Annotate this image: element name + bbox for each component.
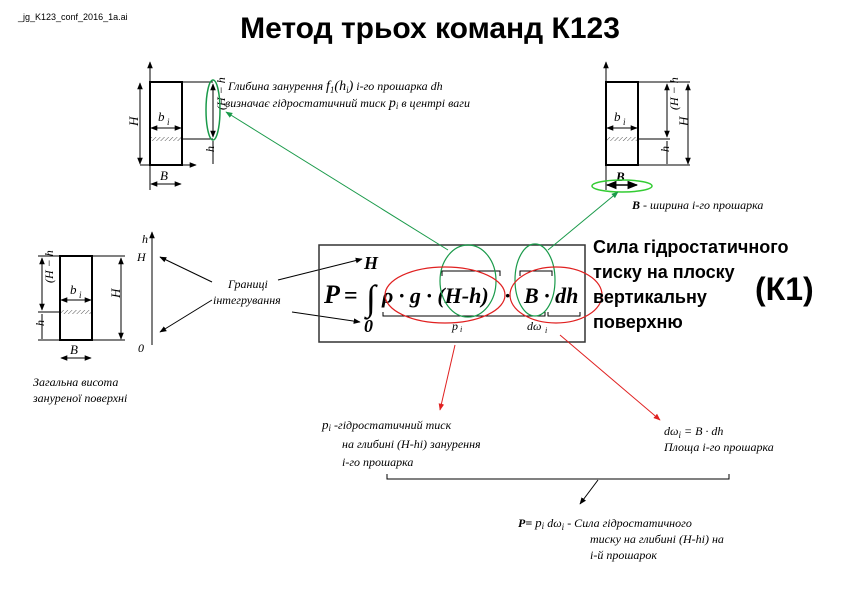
label-B: B: [160, 168, 168, 183]
svg-text:i: i: [167, 117, 170, 127]
arrow-to-lower-limit: [159, 299, 213, 333]
svg-text:і-го прошарка: і-го прошарка: [342, 455, 413, 469]
svg-text:H: H: [136, 250, 147, 264]
formula-box: P = H 0 ∫ ρ · g · (H-h) · B · dh p i dω …: [318, 244, 586, 343]
svg-text:pi -гідростатичний тиск: pi -гідростатичний тиск: [321, 417, 452, 433]
page-title: Метод трьох команд К123: [240, 12, 620, 45]
arrow-to-upper-limit: [159, 256, 213, 283]
svg-text:b: b: [614, 109, 621, 124]
left-caption-line1: Загальна висота: [33, 375, 118, 389]
svg-text:h: h: [658, 146, 672, 152]
svg-text:i: i: [79, 290, 82, 300]
svg-text:i: i: [623, 117, 626, 127]
svg-text:i: i: [545, 326, 547, 335]
svg-text:Площа і-го прошарка: Площа і-го прошарка: [663, 440, 774, 454]
svg-text:i: i: [460, 325, 462, 334]
combining-bracket: [386, 474, 730, 480]
svg-text:H: H: [363, 253, 379, 273]
label-H: H: [126, 116, 141, 127]
svg-text:тиску на глибині (H-hi) на: тиску на глибині (H-hi) на: [590, 532, 724, 546]
svg-text:P: P: [323, 280, 341, 309]
svg-text:h: h: [33, 320, 47, 326]
width-highlight-ellipse: [591, 179, 653, 193]
width-green-ellipse: [514, 243, 556, 317]
svg-text:∫: ∫: [364, 278, 378, 320]
svg-text:B: B: [70, 342, 78, 357]
result-note: P= pi dωi - Сила гідростатичного тиску н…: [518, 515, 724, 562]
top-left-diagram: H b i (H − h h B: [126, 61, 228, 190]
area-note: dωi = B · dh Площа і-го прошарка: [663, 424, 774, 454]
svg-text:B · dh: B · dh: [523, 283, 578, 308]
area-red-ellipse: [509, 266, 603, 324]
left-caption-line2: зануреної поверхні: [32, 391, 127, 405]
svg-text:H: H: [108, 288, 123, 299]
width-note: B - ширина і-го прошарка: [631, 198, 763, 212]
depth-green-ellipse: [439, 244, 497, 318]
svg-text:і-й прошарок: і-й прошарок: [590, 548, 657, 562]
file-label: _jg_K123_conf_2016_1a.ai: [17, 12, 128, 22]
top-note-line1: Глибина занурення f1(hi) і-го прошарка d…: [227, 79, 443, 95]
red-arrow-to-pressure-note: [438, 344, 456, 411]
top-right-diagram: b i (H − h H h B: [591, 61, 691, 193]
heading-line: Сила гідростатичного: [593, 237, 788, 257]
svg-text:(H − h: (H − h: [42, 250, 56, 283]
svg-text:dωi = B · dh: dωi = B · dh: [664, 424, 723, 440]
svg-text:dω: dω: [527, 319, 541, 333]
svg-text:(H − h: (H − h: [667, 77, 681, 110]
svg-text:P= pi dωi - Сила гідростатичн: P= pi dωi - Сила гідростатичного: [518, 515, 692, 532]
heading-line: вертикальну: [593, 287, 707, 307]
green-arrow-to-depth: [225, 111, 449, 251]
top-note-line2: визначає гідростатичний тиск pi в центрі…: [225, 96, 470, 111]
label-h: h: [203, 146, 217, 152]
svg-text:·: ·: [504, 283, 511, 308]
svg-text:B: B: [615, 169, 625, 184]
svg-text:H: H: [676, 116, 691, 127]
limits-label-line2: інтегрування: [213, 293, 281, 307]
label-b: b: [158, 109, 165, 124]
svg-text:0: 0: [138, 341, 144, 355]
svg-text:на глибині (H-hi) занурення: на глибині (H-hi) занурення: [342, 437, 481, 451]
svg-text:=: =: [344, 283, 358, 309]
pressure-note: pi -гідростатичний тиск на глибині (H-hi…: [321, 417, 481, 469]
heading-line: поверхню: [593, 312, 683, 332]
formula-code: (К1): [755, 271, 814, 307]
depth-highlight-ellipse: [205, 79, 221, 141]
svg-text:ρ · g · (H-h): ρ · g · (H-h): [381, 283, 489, 308]
left-diagram: (H − h h H b i B h H 0: [33, 231, 155, 361]
green-arrow-to-width: [547, 191, 619, 251]
limits-label-line1: Границі: [227, 277, 268, 291]
heading-line: тиску на плоску: [593, 262, 735, 282]
red-arrow-to-area-note: [559, 334, 661, 421]
svg-text:b: b: [70, 282, 77, 297]
svg-text:h: h: [142, 232, 148, 246]
svg-text:0: 0: [364, 316, 373, 336]
pressure-red-ellipse: [384, 266, 506, 324]
svg-text:p: p: [451, 319, 458, 333]
